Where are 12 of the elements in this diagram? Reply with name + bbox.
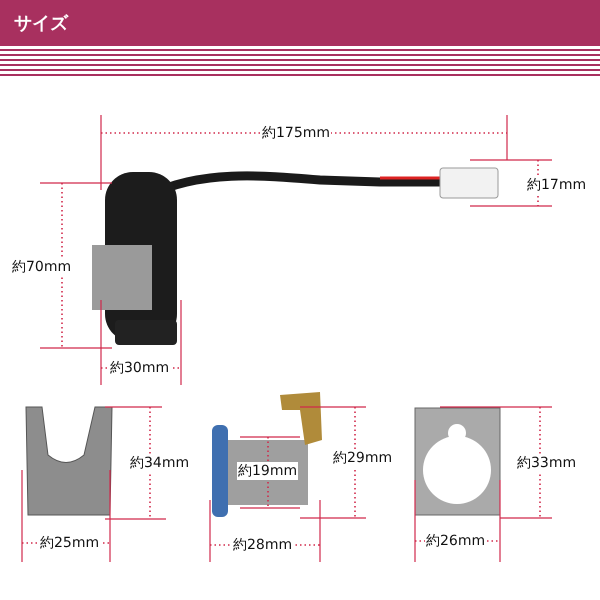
dimension-label: 約25mm [39,534,100,552]
dimension-label: 約26mm [425,532,486,550]
dimension-label: 約33mm [516,454,578,472]
dimension-label: 約28mm [232,536,294,554]
dimension-label: 約70mm [11,258,72,276]
dimension-label: 約175mm [261,124,331,142]
title: サイズ [14,12,68,35]
dimension-label: 約17mm [526,176,588,194]
dimension-label: 約34mm [129,454,190,472]
dimension-label: 約30mm [109,359,170,377]
dimension-label: 約29mm [332,449,394,467]
dimension-label: 約19mm [237,462,298,480]
